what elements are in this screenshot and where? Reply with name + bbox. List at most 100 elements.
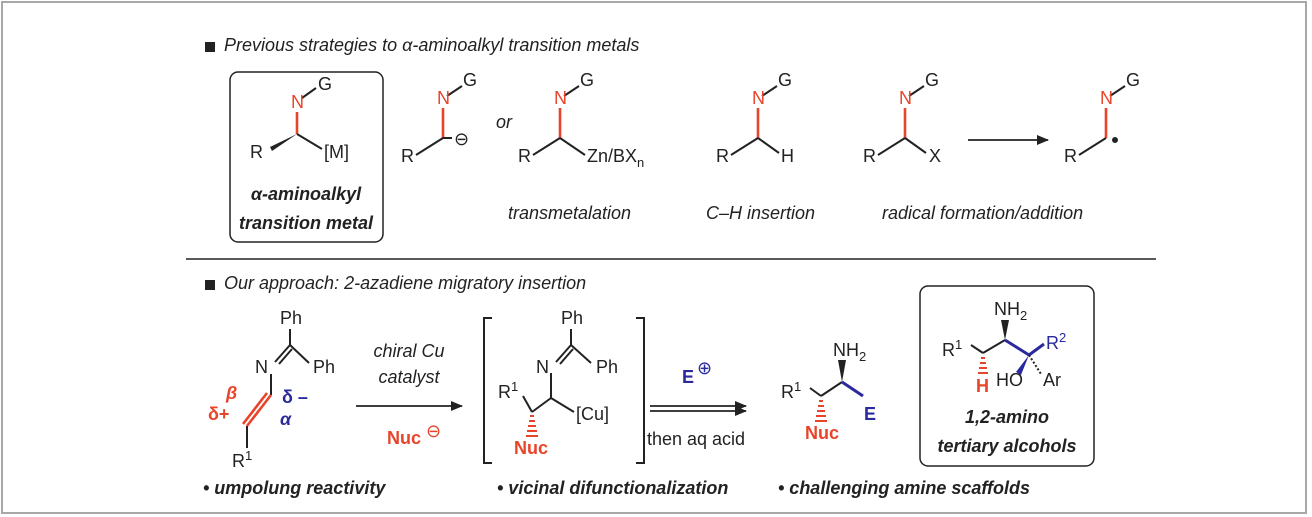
atom-r: R [518, 146, 531, 166]
bracket-right [636, 317, 645, 464]
caption-radical: radical formation/addition [882, 203, 1083, 223]
svg-text:NH2: NH2 [833, 340, 866, 364]
r2-label: R [1046, 333, 1059, 353]
arrow1-above-1: chiral Cu [373, 341, 444, 361]
atom-g: G [580, 70, 594, 90]
atom-h: H [976, 376, 989, 396]
ph-2: Ph [313, 357, 335, 377]
alpha-label: α [280, 409, 292, 429]
atom-g: G [1126, 70, 1140, 90]
svg-text:R1: R1 [232, 448, 252, 471]
nh2-subscript: 2 [1020, 308, 1027, 323]
r2-superscript: 2 [1059, 330, 1066, 345]
atom-r: R [401, 146, 414, 166]
svg-text:Zn/BXn: Zn/BXn [587, 146, 644, 170]
struct-boxed-metal: N G R [M] [250, 74, 349, 162]
zn-label: Zn/BX [587, 146, 637, 166]
svg-text:NH2: NH2 [994, 299, 1027, 323]
ph-1: Ph [280, 308, 302, 328]
atom-n: N [899, 88, 912, 108]
atom-h: H [781, 146, 794, 166]
ph-1: Ph [561, 308, 583, 328]
svg-text:R1: R1 [942, 337, 962, 360]
boxed-title-1: α-aminoalkyl [251, 184, 362, 204]
delta-minus: δ – [282, 387, 308, 407]
struct-product-amine: NH2 R1 E Nuc [781, 340, 876, 443]
atom-g: G [925, 70, 939, 90]
bullet-difunctionalization: • vicinal difunctionalization [497, 478, 728, 498]
atom-n: N [255, 357, 268, 377]
atom-r: R [716, 146, 729, 166]
atom-r: R [781, 382, 794, 402]
atom-e: E [864, 404, 876, 424]
arrow1-nuc: Nuc [387, 428, 421, 448]
nuc-label: Nuc [805, 423, 839, 443]
bottom-header: Our approach: 2-azadiene migratory inser… [224, 273, 586, 293]
atom-n: N [1100, 88, 1113, 108]
r-superscript: 1 [245, 448, 252, 463]
boxed-alpha-aminoalkyl [229, 71, 384, 243]
ho-label: HO [996, 370, 1023, 390]
cu-label: [Cu] [576, 404, 609, 424]
atom-n: N [437, 88, 450, 108]
atom-n: N [554, 88, 567, 108]
struct-amino-alcohol: NH2 R1 R2 H HO Ar [942, 299, 1066, 396]
atom-n: N [536, 357, 549, 377]
boxed-title-2: transition metal [239, 213, 374, 233]
caption-ch-insertion: C–H insertion [706, 203, 815, 223]
r1-superscript: 1 [955, 337, 962, 352]
or-text: or [496, 112, 513, 132]
nuc-label: Nuc [514, 438, 548, 458]
struct-organozinc: N G R Zn/BXn [518, 70, 644, 170]
struct-carbanion: N G R ⊖ [401, 70, 477, 166]
atom-r: R [498, 382, 511, 402]
boxed-title-3: 1,2-amino [965, 407, 1049, 427]
ph-2: Ph [596, 357, 618, 377]
atom-g: G [318, 74, 332, 94]
minus-charge: ⊖ [454, 129, 469, 149]
r-superscript: 1 [794, 379, 801, 394]
struct-radical: N G R [1064, 70, 1140, 166]
bracket-left [483, 317, 492, 464]
ar-label: Ar [1043, 370, 1061, 390]
svg-text:R2: R2 [1046, 330, 1066, 353]
struct-ch: N G R H [716, 70, 794, 166]
bullet-umpolung: • umpolung reactivity [203, 478, 386, 498]
r-superscript: 1 [511, 379, 518, 394]
top-header: Previous strategies to α-aminoalkyl tran… [224, 35, 639, 55]
bullet-amine-scaffolds: • challenging amine scaffolds [778, 478, 1030, 498]
svg-text:R1: R1 [498, 379, 518, 402]
arrow2-below: then aq acid [647, 429, 745, 449]
bullet-square-bottom [205, 280, 215, 290]
boxed-amino-alcohols [919, 285, 1095, 467]
nh2-subscript: 2 [859, 349, 866, 364]
atom-r: R [250, 142, 263, 162]
arrow2-plus: ⊕ [697, 358, 712, 378]
atom-r: R [232, 451, 245, 471]
atom-x: X [929, 146, 941, 166]
nh2-label: NH [833, 340, 859, 360]
struct-azadiene: Ph Ph N β α δ+ δ – R1 [208, 308, 335, 471]
svg-text:R1: R1 [781, 379, 801, 402]
atom-r: R [863, 146, 876, 166]
caption-transmetalation: transmetalation [508, 203, 631, 223]
atom-g: G [778, 70, 792, 90]
atom-r: R [1064, 146, 1077, 166]
arrow1-above-2: catalyst [378, 367, 440, 387]
zn-subscript: n [637, 155, 644, 170]
struct-cu-intermediate: Ph Ph N R1 [Cu] Nuc [498, 308, 618, 458]
metal-label: [M] [324, 142, 349, 162]
beta-label: β [225, 383, 237, 403]
arrow1-minus: ⊖ [426, 421, 441, 441]
boxed-title-4: tertiary alcohols [937, 436, 1076, 456]
atom-n: N [291, 92, 304, 112]
atom-g: G [463, 70, 477, 90]
delta-plus: δ+ [208, 404, 229, 424]
bullet-square-top [205, 42, 215, 52]
struct-halide: N G R X [863, 70, 941, 166]
nh2-label: NH [994, 299, 1020, 319]
r1-label: R [942, 340, 955, 360]
arrow2-e: E [682, 367, 694, 387]
